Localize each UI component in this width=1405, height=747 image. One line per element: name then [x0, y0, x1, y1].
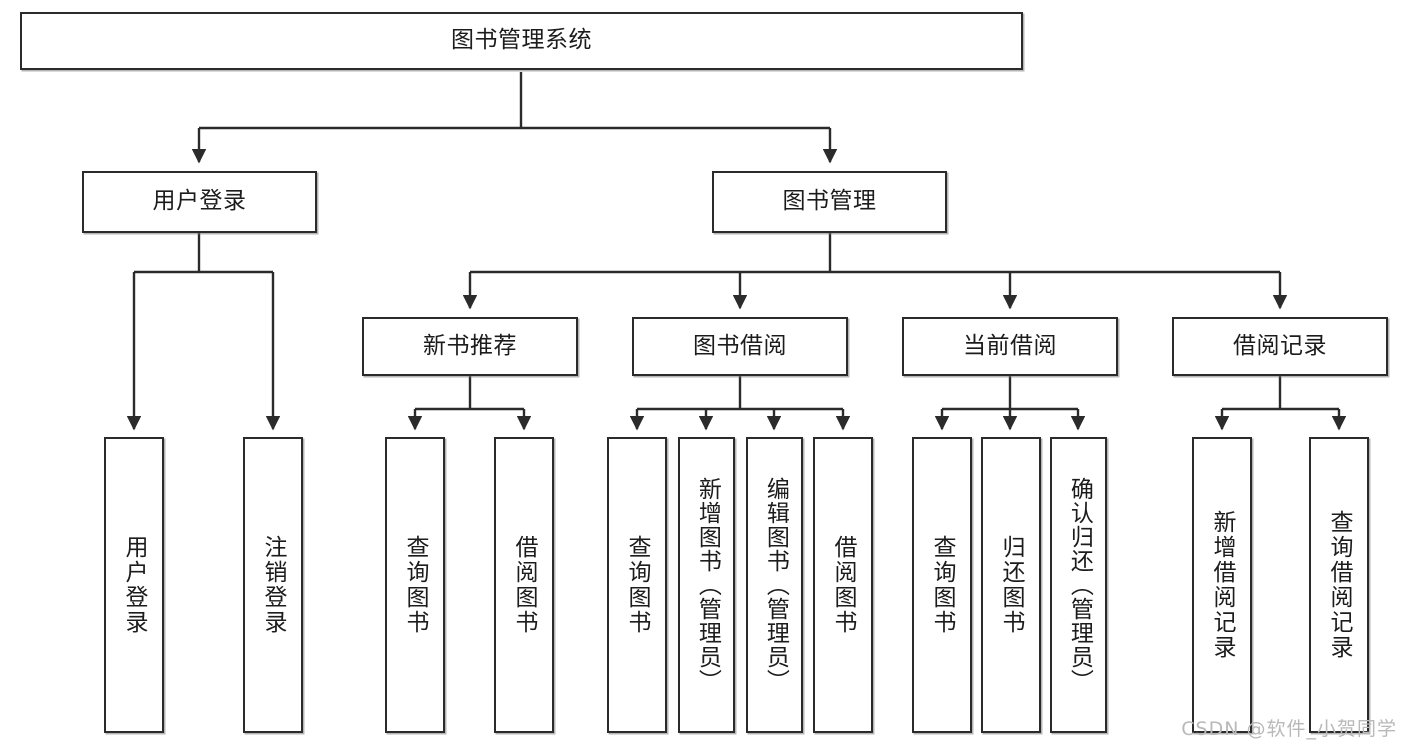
leaf-query-books-current[interactable]: 查询图书	[912, 437, 972, 733]
node-user-login-module[interactable]: 用户登录	[82, 171, 317, 233]
leaf-query-books-borrowing[interactable]: 查询图书	[607, 437, 667, 733]
leaf-edit-book-admin[interactable]: 编辑图书（管理员）	[746, 437, 803, 733]
node-book-management-module[interactable]: 图书管理	[712, 171, 947, 233]
node-label: 查询图书	[624, 535, 651, 635]
leaf-add-borrow-record[interactable]: 新增借阅记录	[1192, 437, 1252, 733]
node-label: 注销登录	[260, 535, 287, 635]
leaf-borrow-books-recommendation[interactable]: 借阅图书	[494, 437, 554, 733]
node-label: 确认归还（管理员）	[1066, 477, 1093, 693]
node-label: 新增图书（管理员）	[694, 477, 721, 693]
leaf-confirm-return-admin[interactable]: 确认归还（管理员）	[1050, 437, 1107, 733]
node-label: 新增借阅记录	[1209, 510, 1236, 660]
node-label: 查询图书	[929, 535, 956, 635]
leaf-logout[interactable]: 注销登录	[243, 437, 303, 733]
node-label: 编辑图书（管理员）	[762, 477, 789, 693]
node-label: 图书管理系统	[451, 27, 592, 54]
node-book-borrowing[interactable]: 图书借阅	[632, 317, 848, 376]
node-label: 新书推荐	[423, 332, 517, 359]
node-label: 用户登录	[121, 535, 148, 635]
node-borrow-records[interactable]: 借阅记录	[1172, 317, 1388, 376]
node-label: 借阅图书	[511, 535, 538, 635]
leaf-user-login[interactable]: 用户登录	[104, 437, 164, 733]
node-current-borrowing[interactable]: 当前借阅	[902, 317, 1118, 376]
watermark-text: CSDN @软件_小贺同学	[1181, 718, 1397, 740]
leaf-query-books-recommendation[interactable]: 查询图书	[385, 437, 445, 733]
node-root-book-management-system[interactable]: 图书管理系统	[20, 12, 1023, 70]
leaf-add-book-admin[interactable]: 新增图书（管理员）	[678, 437, 735, 733]
node-new-book-recommendation[interactable]: 新书推荐	[362, 317, 578, 376]
node-label: 图书管理	[782, 188, 877, 215]
node-label: 借阅记录	[1233, 332, 1327, 359]
node-label: 查询图书	[402, 535, 429, 635]
node-label: 归还图书	[998, 535, 1025, 635]
node-label: 借阅图书	[830, 535, 857, 635]
node-label: 当前借阅	[963, 332, 1057, 359]
node-label: 查询借阅记录	[1326, 510, 1353, 660]
leaf-query-borrow-record[interactable]: 查询借阅记录	[1309, 437, 1369, 733]
node-label: 用户登录	[152, 188, 247, 215]
leaf-return-books[interactable]: 归还图书	[981, 437, 1041, 733]
leaf-borrow-books-borrowing[interactable]: 借阅图书	[813, 437, 873, 733]
node-label: 图书借阅	[693, 332, 787, 359]
